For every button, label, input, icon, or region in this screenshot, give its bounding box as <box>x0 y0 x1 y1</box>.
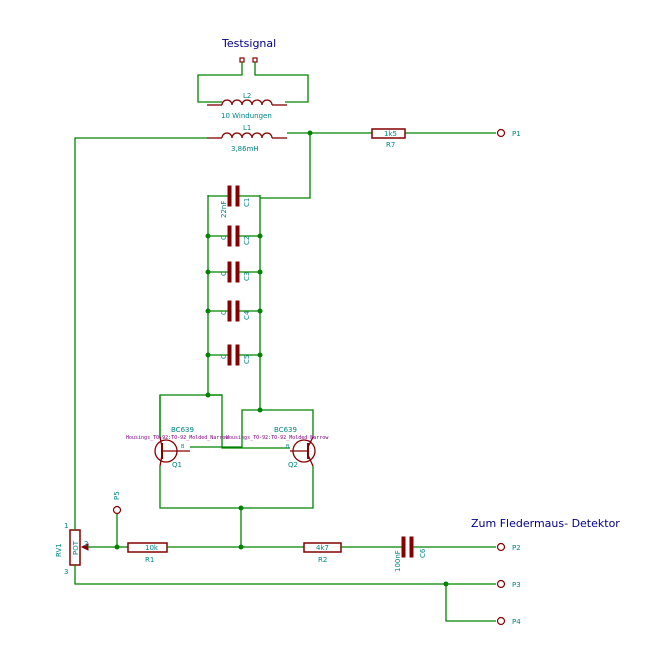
resistor-R2[interactable]: 4k7 R2 <box>303 542 342 564</box>
capacitor-C6[interactable]: 100nF C6 <box>394 536 427 572</box>
Q2-footprint: Housings_TO-92:TO-92_Molded_Narrow <box>226 435 329 441</box>
C2-value: C <box>220 235 228 240</box>
resistor-R1[interactable]: 10k R1 <box>127 542 168 564</box>
P2-label: P2 <box>512 544 521 552</box>
C6-ref: C6 <box>419 548 427 558</box>
RV1-pin2: 2 <box>84 540 88 548</box>
resistor-R7[interactable]: 1k5 R7 <box>371 128 406 149</box>
testsignal-connector[interactable] <box>197 57 309 103</box>
Q1-ref: Q1 <box>172 461 182 469</box>
R7-value: 1k5 <box>384 130 397 138</box>
Q2-value: BC639 <box>274 426 297 434</box>
R7-ref: R7 <box>386 141 395 149</box>
Q1-value: BC639 <box>171 426 194 434</box>
connector-P3[interactable]: P3 <box>496 579 521 590</box>
transistor-Q2[interactable]: BC639 Housings_TO-92:TO-92_Molded_Narrow… <box>226 426 329 469</box>
Q2-pin-b: B <box>286 444 290 450</box>
L1-ref: L1 <box>243 124 251 132</box>
capacitor-C1[interactable]: 22nF C1 <box>208 185 260 218</box>
R2-ref: R2 <box>318 556 327 564</box>
L2-ref: L2 <box>243 92 251 100</box>
connector-P4[interactable]: P4 <box>496 616 522 627</box>
RV1-pin1: 1 <box>64 522 68 530</box>
RV1-value: POT <box>72 540 80 555</box>
C3-value: C <box>220 271 228 276</box>
P5-label: P5 <box>113 491 121 500</box>
detector-label: Zum Fledermaus- Detektor <box>471 517 620 530</box>
potentiometer-RV1[interactable]: RV1 POT 1 2 3 <box>55 522 89 576</box>
RV1-ref: RV1 <box>55 543 63 557</box>
L1-value: 3,86mH <box>231 145 259 153</box>
R1-ref: R1 <box>145 556 154 564</box>
C5-value: C <box>220 354 228 359</box>
C5-ref: C5 <box>243 355 251 364</box>
RV1-pin3: 3 <box>64 568 68 576</box>
C1-value: 22nF <box>220 201 228 218</box>
C2-ref: C2 <box>243 236 251 245</box>
connector-P5[interactable]: P5 <box>112 491 122 515</box>
R2-value: 4k7 <box>316 544 329 552</box>
C3-ref: C3 <box>243 272 251 281</box>
P4-label: P4 <box>512 618 521 626</box>
C4-ref: C4 <box>243 310 251 320</box>
capacitor-C3[interactable]: C C3 <box>208 261 260 283</box>
capacitor-C4[interactable]: C C4 <box>208 300 260 322</box>
C1-ref: C1 <box>243 198 251 207</box>
capacitor-C2[interactable]: C C2 <box>208 225 260 247</box>
Q2-ref: Q2 <box>288 461 298 469</box>
P1-label: P1 <box>512 130 521 138</box>
testsignal-label: Testsignal <box>221 37 276 50</box>
connector-P2[interactable]: P2 <box>496 542 521 553</box>
Q1-footprint: Housings_TO-92:TO-92_Molded_Narrow <box>126 435 229 441</box>
L2-value: 10 Windungen <box>221 112 272 120</box>
inductor-L1[interactable]: L1 3,86mH <box>207 124 287 153</box>
R1-value: 10k <box>145 544 159 552</box>
Q1-pin-b: B <box>181 444 185 450</box>
transistor-Q1[interactable]: BC639 Housings_TO-92:TO-92_Molded_Narrow… <box>126 426 229 469</box>
capacitor-C5[interactable]: C C5 <box>208 344 260 366</box>
inductor-L2[interactable]: L2 10 Windungen <box>207 92 287 120</box>
C4-value: C <box>220 310 228 315</box>
connector-P1[interactable]: P1 <box>496 128 521 139</box>
P3-label: P3 <box>512 581 521 589</box>
C6-value: 100nF <box>394 550 402 572</box>
